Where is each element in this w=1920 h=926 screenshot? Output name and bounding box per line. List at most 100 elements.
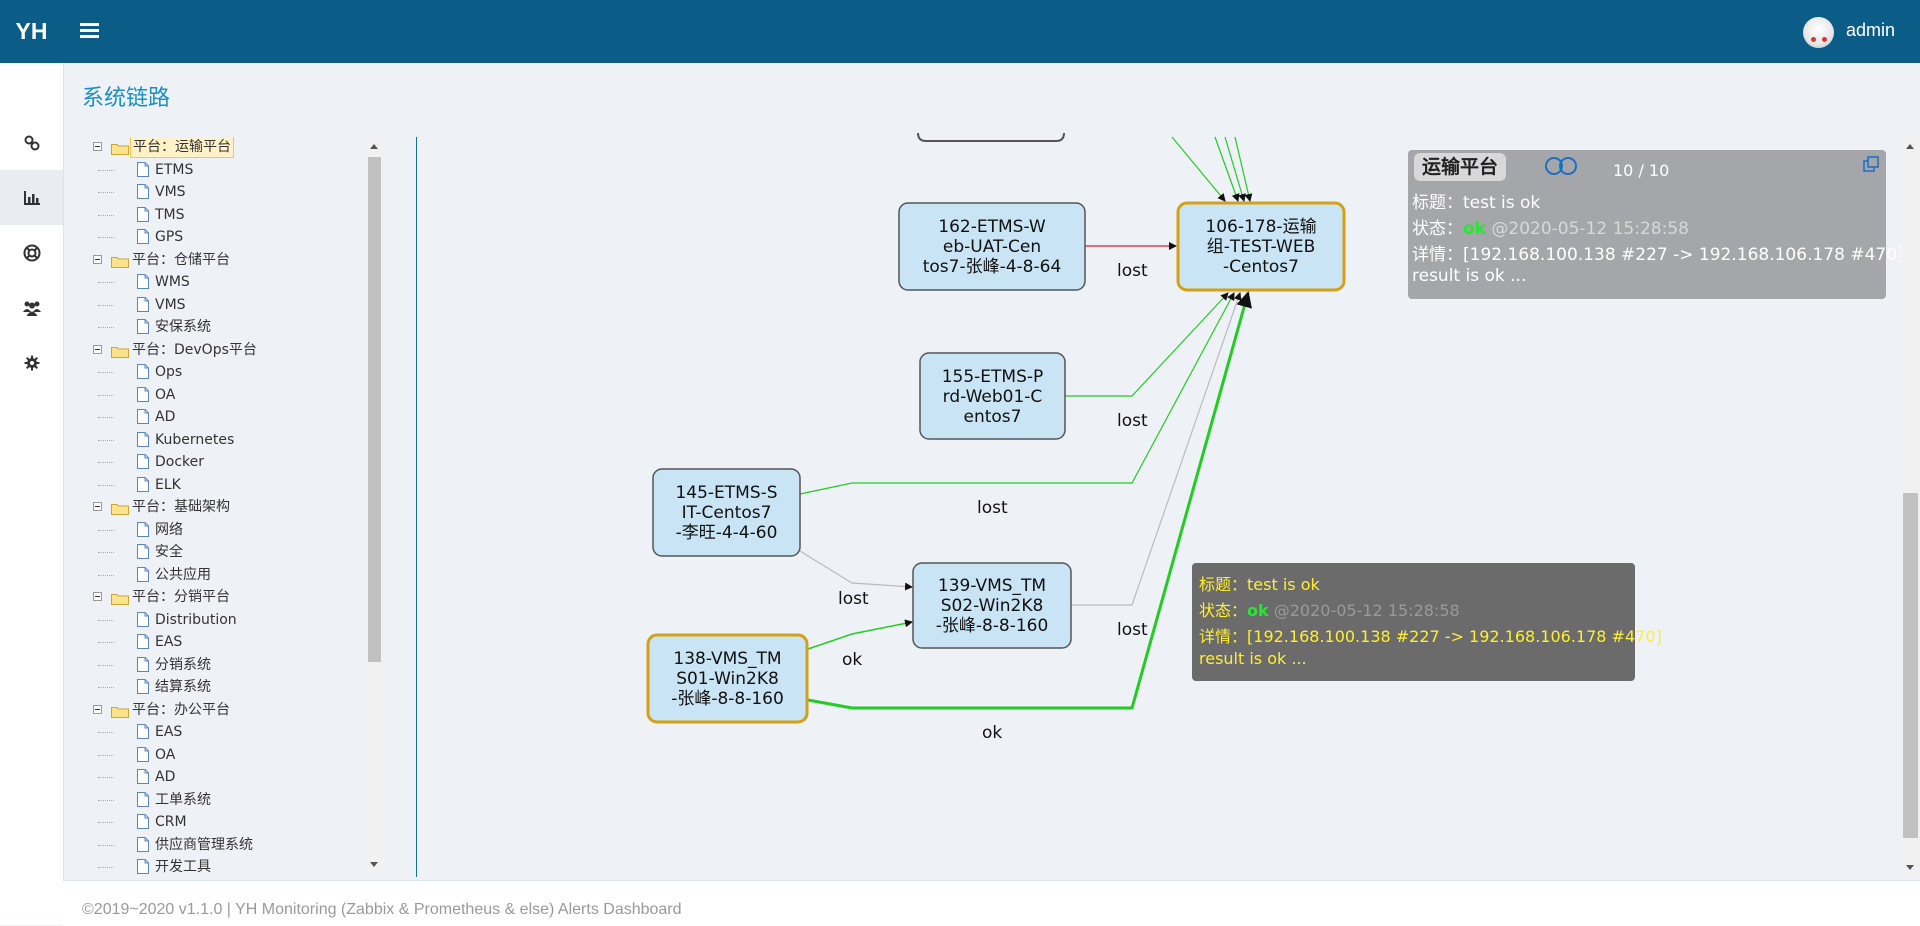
tree-item-row[interactable]: AD <box>85 407 365 427</box>
tree-group-row[interactable]: 平台：仓储平台 <box>85 250 365 270</box>
expand-icon[interactable] <box>1863 156 1879 172</box>
tree-group-label[interactable]: 平台：基础架构 <box>132 499 230 515</box>
tree-group-row[interactable]: 平台：办公平台 <box>85 700 365 720</box>
top-bar: YH admin <box>0 0 1920 63</box>
collapse-toggle-icon[interactable] <box>93 592 102 601</box>
collapse-toggle-icon[interactable] <box>93 344 102 354</box>
tree-group-label[interactable]: 平台：仓储平台 <box>132 251 230 268</box>
tree-item-label[interactable]: VMS <box>155 184 186 200</box>
tree-item-label[interactable]: TMS <box>155 206 185 223</box>
tree-item-label[interactable]: 公共应用 <box>155 566 211 583</box>
graph-node-label: 155-ETMS-P rd-Web01-C entos7 <box>941 367 1044 427</box>
tree-item-row[interactable]: OA <box>85 385 365 405</box>
scroll-up-icon[interactable] <box>370 144 378 149</box>
tree-item-row[interactable]: 公共应用 <box>85 565 365 585</box>
tree-item-row[interactable]: Ops <box>85 362 365 382</box>
document-icon <box>137 184 149 199</box>
tree-item-row[interactable]: EAS <box>85 632 365 652</box>
edge-label: lost <box>977 498 1008 518</box>
sidebar-item-link[interactable] <box>0 115 63 170</box>
main-scrollbar[interactable] <box>1901 137 1920 877</box>
tree-item-row[interactable]: TMS <box>85 205 365 225</box>
tree-item-label[interactable]: CRM <box>155 814 187 830</box>
tree-item-label[interactable]: Distribution <box>155 611 237 628</box>
tree-item-row[interactable]: VMS <box>85 182 365 202</box>
tree-item-label[interactable]: 开发工具 <box>155 859 211 875</box>
tree-item-label[interactable]: 分销系统 <box>155 656 211 673</box>
tree-item-label[interactable]: 结算系统 <box>155 679 211 695</box>
tree-connector <box>98 642 114 643</box>
main-scroll-thumb[interactable] <box>1903 493 1918 838</box>
tree-item-row[interactable]: Distribution <box>85 610 365 630</box>
tree-item-label[interactable]: Ops <box>155 364 183 380</box>
collapse-toggle-icon[interactable] <box>93 704 102 714</box>
avatar[interactable] <box>1803 17 1834 48</box>
tree-item-row[interactable]: 结算系统 <box>85 677 365 697</box>
sidebar-item-settings[interactable] <box>0 335 63 390</box>
tree-item-row[interactable]: 安保系统 <box>85 317 365 337</box>
tree-group-label[interactable]: 平台：分销平台 <box>132 589 230 605</box>
sidebar-item-chart[interactable] <box>0 170 63 225</box>
tree-item-label[interactable]: WMS <box>155 274 190 290</box>
tree-item-row[interactable]: CRM <box>85 812 365 832</box>
sidebar-item-support[interactable] <box>0 225 63 280</box>
scroll-up-icon[interactable] <box>1906 144 1914 149</box>
tree-item-label[interactable]: OA <box>155 386 176 403</box>
scroll-down-icon[interactable] <box>370 862 378 867</box>
tree-connector <box>98 822 114 823</box>
tree-item-row[interactable]: ELK <box>85 475 365 495</box>
menu-toggle-icon[interactable] <box>80 20 99 42</box>
tree-item-row[interactable]: AD <box>85 767 365 787</box>
tree-item-row[interactable]: 供应商管理系统 <box>85 835 365 855</box>
tree-scroll-thumb[interactable] <box>368 157 381 662</box>
tree-item-row[interactable]: Docker <box>85 452 365 472</box>
tree-item-row[interactable]: 分销系统 <box>85 655 365 675</box>
toggle-icon[interactable] <box>1544 156 1578 176</box>
tree-item-row[interactable]: WMS <box>85 272 365 292</box>
graph-node-partial[interactable] <box>917 132 1065 142</box>
tree-item-label[interactable]: 网络 <box>155 521 183 538</box>
tree-group-label[interactable]: 平台：办公平台 <box>132 701 230 718</box>
tree-item-row[interactable]: 工单系统 <box>85 790 365 810</box>
tree-item-label[interactable]: ETMS <box>155 161 194 178</box>
tree-item-label[interactable]: OA <box>155 746 176 763</box>
tree-group-row[interactable]: 平台：基础架构 <box>85 497 365 517</box>
tree-item-row[interactable]: 网络 <box>85 520 365 540</box>
tree-connector <box>98 169 114 171</box>
sidebar-item-users[interactable] <box>0 280 63 335</box>
tree-item-label[interactable]: 安全 <box>155 544 183 560</box>
tree-group-row[interactable]: 平台：运输平台 <box>85 137 365 158</box>
collapse-toggle-icon[interactable] <box>93 142 102 151</box>
tree-group-label[interactable]: 平台：DevOps平台 <box>132 341 257 358</box>
tree-item-label[interactable]: GPS <box>155 229 184 245</box>
tree-item-label[interactable]: 工单系统 <box>155 791 211 808</box>
user-name[interactable]: admin <box>1846 20 1896 40</box>
tree-item-label[interactable]: ELK <box>155 476 181 493</box>
tree-item-row[interactable]: VMS <box>85 295 365 315</box>
collapse-toggle-icon[interactable] <box>93 254 102 264</box>
collapse-toggle-icon[interactable] <box>93 502 102 511</box>
tree-item-row[interactable]: GPS <box>85 227 365 247</box>
tree-item-label[interactable]: EAS <box>155 634 183 650</box>
tree-item-row[interactable]: 开发工具 <box>85 857 365 877</box>
tree-item-row[interactable]: Kubernetes <box>85 430 365 450</box>
tree-item-label[interactable]: 安保系统 <box>155 319 211 335</box>
tree-item-label[interactable]: AD <box>155 769 176 785</box>
tree-group-label[interactable]: 平台：运输平台 <box>130 137 234 158</box>
tree-item-row[interactable]: EAS <box>85 722 365 742</box>
tree-item-label[interactable]: Docker <box>155 454 205 470</box>
tree-item-label[interactable]: EAS <box>155 724 183 740</box>
scroll-down-icon[interactable] <box>1906 865 1914 870</box>
tree-item-row[interactable]: OA <box>85 745 365 765</box>
tree-item-label[interactable]: 供应商管理系统 <box>155 836 253 853</box>
app-logo[interactable]: YH <box>15 18 48 44</box>
tree-group-row[interactable]: 平台：分销平台 <box>85 587 365 607</box>
tree-item-label[interactable]: Kubernetes <box>155 431 235 448</box>
page-title: 系统链路 <box>82 86 171 111</box>
tree-item-label[interactable]: AD <box>155 409 176 425</box>
tree-item-row[interactable]: 安全 <box>85 542 365 562</box>
tree-item-row[interactable]: ETMS <box>85 160 365 180</box>
tree-scrollbar[interactable] <box>366 137 383 874</box>
tree-item-label[interactable]: VMS <box>155 296 186 313</box>
tree-group-row[interactable]: 平台：DevOps平台 <box>85 340 365 360</box>
